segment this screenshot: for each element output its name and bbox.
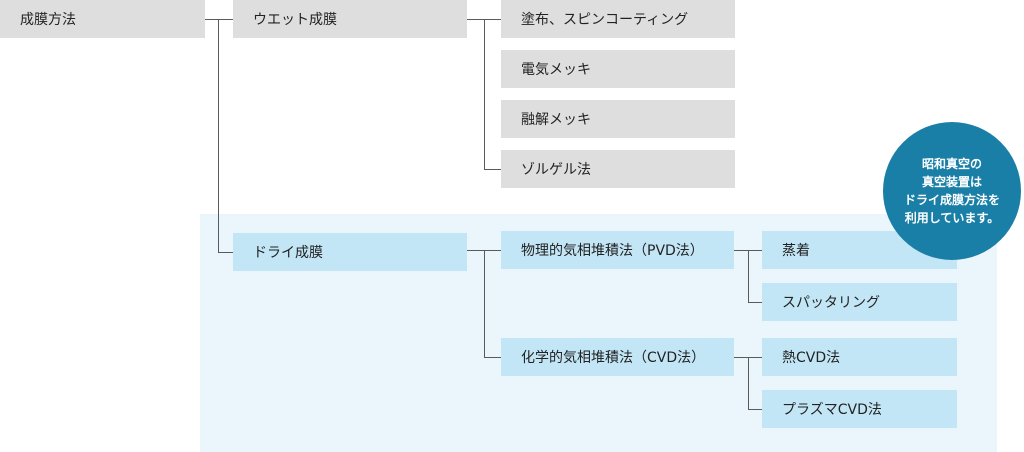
- connector-dry-cvd: [484, 357, 501, 358]
- connector-root-dry: [218, 252, 233, 253]
- cvd-node: 化学的気相堆積法（CVD法）: [501, 338, 734, 376]
- connector-root-trunk: [218, 19, 219, 252]
- pvd-node: 物理的気相堆積法（PVD法）: [501, 231, 734, 269]
- wet-child-coating: 塗布、スピンコーティング: [501, 0, 735, 38]
- wet-child-electroplating: 電気メッキ: [501, 50, 735, 88]
- connector-wet-trunk: [484, 19, 485, 169]
- wet-node: ウエット成膜: [233, 0, 467, 38]
- callout-line: ドライ成膜方法を: [903, 193, 1000, 207]
- connector-wet-child-4: [484, 169, 501, 170]
- dry-node: ドライ成膜: [233, 233, 467, 271]
- connector-pvd-child-2: [748, 302, 762, 303]
- connector-root-wet: [205, 19, 233, 20]
- callout-line: 利用しています。: [904, 211, 1000, 225]
- callout-bubble: 昭和真空の 真空装置は ドライ成膜方法を 利用しています。: [883, 122, 1021, 260]
- wet-child-sol-gel: ゾルゲル法: [501, 150, 735, 188]
- callout-line: 真空装置は: [921, 175, 982, 189]
- root-node: 成膜方法: [0, 0, 205, 38]
- wet-child-hot-dip: 融解メッキ: [501, 100, 735, 138]
- callout-line: 昭和真空の: [921, 157, 982, 171]
- cvd-child-thermal: 熱CVD法: [762, 338, 957, 376]
- pvd-child-sputtering: スパッタリング: [762, 283, 957, 321]
- connector-cvd-trunk: [748, 357, 749, 409]
- connector-pvd-trunk: [748, 250, 749, 302]
- connector-cvd-child-2: [748, 409, 762, 410]
- cvd-child-plasma: プラズマCVD法: [762, 390, 957, 428]
- connector-dry-trunk: [484, 250, 485, 357]
